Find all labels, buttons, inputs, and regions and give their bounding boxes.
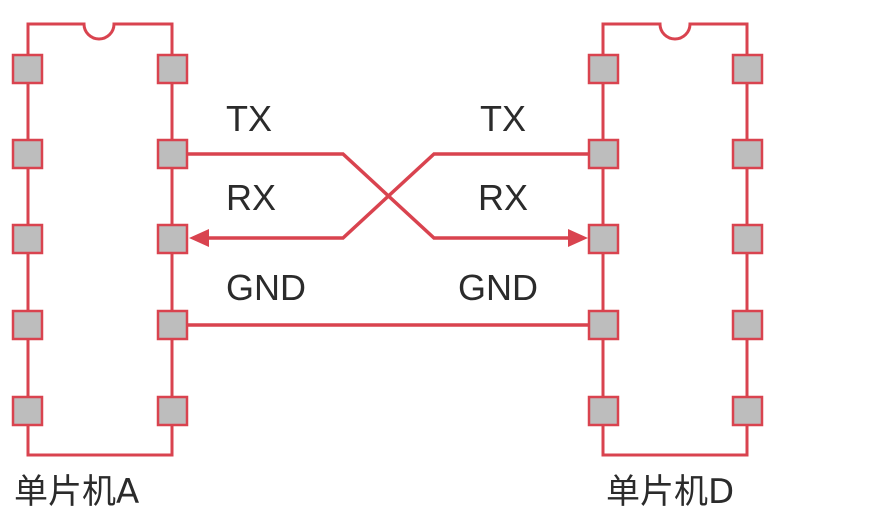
chip-a-pin-left-5 [11, 395, 44, 427]
chip-b-pin-left-5 [587, 395, 620, 427]
chip-b-pin-right-1 [731, 53, 764, 85]
chip-b-label: 单片机D [606, 472, 734, 512]
wire-b-tx-to-a-rx [206, 152, 589, 240]
chip-a-pin-left-2 [11, 138, 44, 170]
label-b-gnd: GND [458, 267, 538, 308]
chip-a-pin-tx [156, 138, 189, 170]
chip-a-label: 单片机A [14, 472, 139, 512]
chip-b [587, 22, 764, 457]
label-b-rx: RX [478, 177, 528, 218]
chip-b-pin-right-3 [731, 223, 764, 255]
chip-a-pin-left-1 [11, 53, 44, 85]
chip-b-pin-right-5 [731, 395, 764, 427]
chip-a-body [26, 22, 174, 457]
chip-b-body [601, 22, 749, 457]
chip-b-pin-rx [587, 223, 620, 255]
label-a-gnd: GND [226, 267, 306, 308]
chip-a-pin-right-1 [156, 53, 189, 85]
chip-b-pin-gnd [587, 309, 620, 341]
chip-a-pin-gnd [156, 309, 189, 341]
chip-a-pin-right-5 [156, 395, 189, 427]
chip-a-pin-left-3 [11, 223, 44, 255]
label-a-rx: RX [226, 177, 276, 218]
arrow-into-a-rx [189, 229, 209, 247]
chip-a [11, 22, 189, 457]
chip-a-pin-left-4 [11, 309, 44, 341]
chip-b-pin-right-4 [731, 309, 764, 341]
label-a-tx: TX [226, 98, 272, 139]
chip-b-pin-right-2 [731, 138, 764, 170]
label-b-tx: TX [480, 98, 526, 139]
chip-b-pin-tx [587, 138, 620, 170]
chip-b-pin-rx-side-1 [587, 53, 620, 85]
chip-a-pin-rx [156, 223, 189, 255]
arrow-into-b-rx [568, 229, 588, 247]
